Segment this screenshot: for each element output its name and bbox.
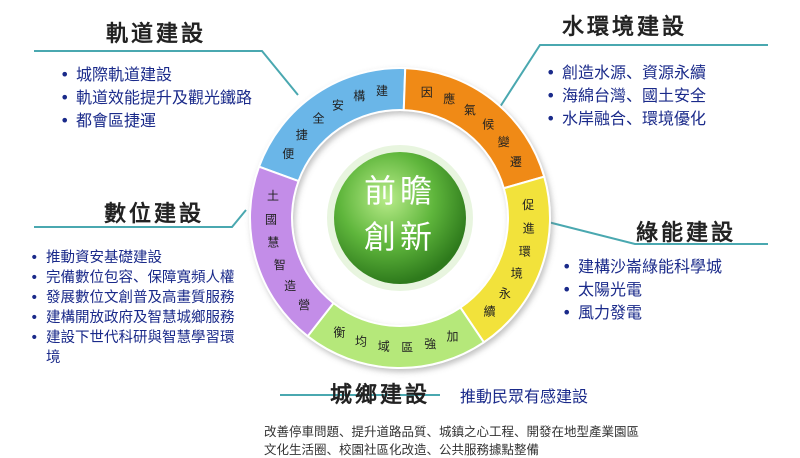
ring xyxy=(249,67,551,369)
ring-labels: 便捷全安構建 因應氣候變遷促進環境永續加強區域均衡 營造智慧國土 xyxy=(265,84,535,354)
ring-char-water-2: 應 xyxy=(443,91,455,106)
urban-item-1: 改善停車問題、提升道路品質、城鎮之心工程、開發在地型產業園區 xyxy=(264,424,640,439)
connector-digital xyxy=(34,209,247,228)
ring-char-digital-3: 智 xyxy=(274,257,286,272)
ring-char-digital-2: 造 xyxy=(284,279,296,293)
ring-char-urban-5: 均 xyxy=(355,335,367,349)
ring-char-rail-1: 便 xyxy=(282,147,294,161)
ring-char-urban-3: 區 xyxy=(401,340,413,354)
water-item-1: 創造水源、資源永續 xyxy=(546,61,786,84)
ring-char-urban-1: 加 xyxy=(446,329,458,343)
ring-char-green-4: 境 xyxy=(511,265,523,280)
connector-lines xyxy=(34,44,768,396)
green-item-1: 建構沙崙綠能科學城 xyxy=(562,255,792,278)
rail-title: 軌道建設 xyxy=(106,22,207,47)
ring-char-green-3: 環 xyxy=(519,245,531,259)
water-items: 創造水源、資源永續海綿台灣、國土安全水岸融合、環境優化 xyxy=(546,61,786,130)
digital-item-5: 建設下世代科研與智慧學習環境 xyxy=(30,328,242,368)
digital-item-4: 建構開放政府及智慧城鄉服務 xyxy=(30,308,242,328)
rail-item-3: 都會區捷運 xyxy=(60,109,260,132)
digital-item-2: 完備數位包容、保障寬頻人權 xyxy=(30,268,242,288)
connector-rail xyxy=(34,50,299,96)
ring-char-digital-5: 國 xyxy=(265,212,277,226)
ring-char-green-2: 進 xyxy=(523,221,535,235)
rail-item-1: 城際軌道建設 xyxy=(60,63,260,86)
ring-char-digital-6: 土 xyxy=(267,189,279,203)
digital-title: 數位建設 xyxy=(104,202,205,227)
ring-char-rail-5: 構 xyxy=(353,89,365,103)
ring-char-rail-2: 捷 xyxy=(296,128,308,142)
ring-char-rail-3: 全 xyxy=(312,111,324,126)
ring-segment-green xyxy=(459,175,551,344)
urban-title: 城鄉建設 xyxy=(330,383,431,408)
rail-item-2: 軌道效能提升及觀光鐵路 xyxy=(60,86,260,109)
digital-item-3: 發展數位文創普及高畫質服務 xyxy=(30,288,242,308)
green-items: 建構沙崙綠能科學城太陽光電風力發電 xyxy=(562,255,792,324)
green-title: 綠能建設 xyxy=(636,221,737,246)
water-title: 水環境建設 xyxy=(562,15,688,40)
ring-char-digital-1: 營 xyxy=(298,298,310,312)
ring-char-urban-4: 域 xyxy=(378,340,390,354)
ring-char-green-5: 永 xyxy=(499,287,511,301)
rail-items: 城際軌道建設軌道效能提升及觀光鐵路都會區捷運 xyxy=(60,63,260,132)
center-circle xyxy=(334,152,466,284)
green-item-2: 太陽光電 xyxy=(562,278,792,301)
ring-char-water-6: 遷 xyxy=(510,155,522,169)
center-text-line1: 前瞻 xyxy=(364,172,436,210)
ring-char-rail-6: 建 xyxy=(376,84,388,98)
ring-char-digital-4: 慧 xyxy=(267,235,279,250)
ring-char-water-3: 氣 xyxy=(464,103,476,117)
ring-char-urban-2: 強 xyxy=(424,337,436,351)
ring-char-green-1: 促 xyxy=(522,198,534,212)
ring-char-green-6: 續 xyxy=(484,303,496,318)
connector-water xyxy=(497,44,768,111)
water-item-2: 海綿台灣、國土安全 xyxy=(546,84,786,107)
ring-char-water-5: 變 xyxy=(498,134,510,149)
connector-green xyxy=(547,221,768,245)
digital-item-1: 推動資安基礎建設 xyxy=(30,248,242,268)
ring-char-water-1: 因 xyxy=(421,85,433,99)
ring-char-water-4: 候 xyxy=(482,118,494,132)
water-item-3: 水岸融合、環境優化 xyxy=(546,107,786,130)
ring-segment-digital xyxy=(249,165,335,338)
green-item-3: 風力發電 xyxy=(562,301,792,324)
ring-char-rail-4: 安 xyxy=(332,98,344,113)
urban-subtitle: 推動民眾有感建設 xyxy=(460,387,589,406)
ring-char-urban-6: 衡 xyxy=(333,325,345,339)
center-text-line2: 創新 xyxy=(364,218,436,256)
digital-items: 推動資安基礎建設完備數位包容、保障寬頻人權發展數位文創普及高畫質服務建構開放政府… xyxy=(30,248,242,368)
